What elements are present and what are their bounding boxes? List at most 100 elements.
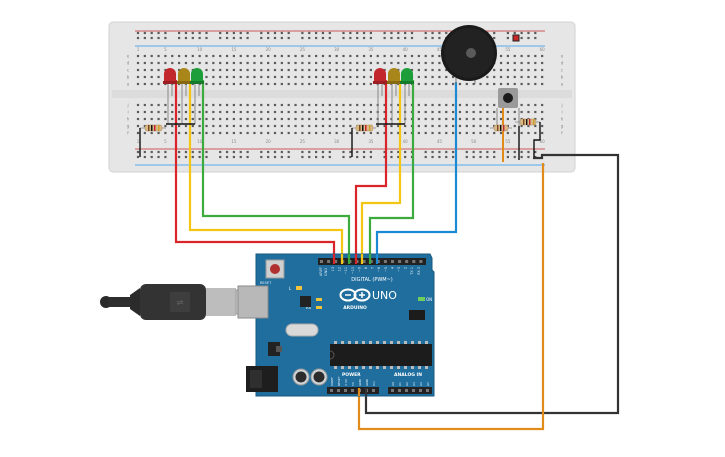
breadboard-hole[interactable]	[150, 103, 153, 107]
breadboard-hole[interactable]	[356, 61, 359, 65]
green-led[interactable]	[190, 68, 204, 124]
breadboard-hole[interactable]	[390, 54, 393, 58]
breadboard-hole[interactable]	[294, 82, 297, 86]
breadboard-hole[interactable]	[267, 110, 270, 114]
breadboard-hole[interactable]	[445, 110, 448, 114]
breadboard-hole[interactable]	[191, 117, 194, 121]
breadboard-hole[interactable]	[534, 124, 537, 128]
breadboard-hole[interactable]	[513, 61, 516, 65]
breadboard-hole[interactable]	[164, 103, 167, 107]
breadboard-hole[interactable]	[212, 131, 215, 135]
breadboard-hole[interactable]	[417, 131, 420, 135]
breadboard-hole[interactable]	[191, 150, 194, 154]
breadboard-hole[interactable]	[417, 61, 420, 65]
breadboard-hole[interactable]	[301, 117, 304, 121]
breadboard-hole[interactable]	[342, 75, 345, 79]
breadboard-hole[interactable]	[136, 131, 140, 135]
breadboard-hole[interactable]	[472, 110, 475, 114]
breadboard-hole[interactable]	[527, 36, 530, 40]
breadboard-hole[interactable]	[486, 103, 489, 107]
breadboard-hole[interactable]	[164, 31, 167, 35]
breadboard-hole[interactable]	[465, 131, 468, 135]
breadboard-hole[interactable]	[232, 110, 235, 114]
breadboard-hole[interactable]	[273, 36, 277, 40]
breadboard-hole[interactable]	[534, 75, 537, 79]
breadboard-hole[interactable]	[225, 54, 229, 58]
breadboard-hole[interactable]	[150, 110, 153, 114]
wire-black-gnd[interactable]	[364, 153, 620, 415]
breadboard-hole[interactable]	[520, 31, 523, 35]
breadboard-hole[interactable]	[273, 54, 277, 58]
breadboard-hole[interactable]	[280, 75, 283, 79]
breadboard-hole[interactable]	[136, 68, 140, 72]
breadboard-hole[interactable]	[225, 150, 229, 154]
pushbutton[interactable]	[496, 88, 520, 126]
breadboard-hole[interactable]	[157, 54, 160, 58]
header-pin[interactable]	[351, 389, 354, 392]
breadboard-hole[interactable]	[136, 54, 140, 58]
breadboard-hole[interactable]	[335, 131, 338, 135]
breadboard-hole[interactable]	[287, 75, 290, 79]
breadboard-hole[interactable]	[143, 31, 146, 35]
breadboard-hole[interactable]	[328, 36, 331, 40]
breadboard-hole[interactable]	[342, 124, 345, 128]
breadboard-hole[interactable]	[164, 61, 167, 65]
resistor[interactable]	[515, 118, 540, 126]
breadboard-hole[interactable]	[328, 155, 331, 159]
breadboard-hole[interactable]	[506, 54, 509, 58]
breadboard-hole[interactable]	[376, 54, 379, 58]
breadboard-hole[interactable]	[205, 36, 208, 40]
breadboard-hole[interactable]	[253, 117, 256, 121]
breadboard-hole[interactable]	[287, 110, 290, 114]
breadboard-hole[interactable]	[150, 131, 153, 135]
breadboard-hole[interactable]	[431, 54, 434, 58]
breadboard-hole[interactable]	[315, 131, 318, 135]
breadboard-hole[interactable]	[280, 36, 283, 40]
breadboard-hole[interactable]	[438, 131, 441, 135]
breadboard-hole[interactable]	[267, 61, 270, 65]
breadboard-hole[interactable]	[294, 110, 297, 114]
breadboard-hole[interactable]	[513, 68, 516, 72]
breadboard-hole[interactable]	[143, 61, 146, 65]
breadboard-hole[interactable]	[417, 68, 420, 72]
breadboard-hole[interactable]	[452, 103, 455, 107]
breadboard-hole[interactable]	[225, 155, 229, 159]
breadboard-hole[interactable]	[458, 82, 462, 86]
breadboard-hole[interactable]	[184, 61, 188, 65]
breadboard-hole[interactable]	[164, 124, 167, 128]
breadboard-hole[interactable]	[219, 54, 222, 58]
breadboard-hole[interactable]	[349, 124, 352, 128]
breadboard-hole[interactable]	[513, 110, 516, 114]
breadboard-hole[interactable]	[527, 150, 530, 154]
breadboard-hole[interactable]	[383, 61, 386, 65]
breadboard-hole[interactable]	[280, 61, 283, 65]
breadboard-hole[interactable]	[157, 36, 160, 40]
breadboard-hole[interactable]	[438, 68, 441, 72]
breadboard-hole[interactable]	[225, 82, 229, 86]
breadboard-hole[interactable]	[136, 103, 140, 107]
breadboard-hole[interactable]	[342, 61, 345, 65]
breadboard-hole[interactable]	[136, 61, 140, 65]
breadboard-hole[interactable]	[424, 54, 427, 58]
breadboard-hole[interactable]	[397, 155, 400, 159]
breadboard-hole[interactable]	[184, 54, 188, 58]
breadboard-hole[interactable]	[315, 82, 318, 86]
breadboard-hole[interactable]	[513, 31, 516, 35]
breadboard-hole[interactable]	[438, 36, 441, 40]
breadboard-hole[interactable]	[445, 150, 448, 154]
breadboard-hole[interactable]	[150, 82, 153, 86]
breadboard-hole[interactable]	[506, 155, 509, 159]
breadboard-hole[interactable]	[280, 68, 283, 72]
breadboard-hole[interactable]	[184, 124, 188, 128]
breadboard-hole[interactable]	[157, 110, 160, 114]
breadboard-hole[interactable]	[260, 82, 263, 86]
breadboard-hole[interactable]	[246, 124, 249, 128]
breadboard-hole[interactable]	[349, 155, 352, 159]
breadboard-hole[interactable]	[397, 61, 400, 65]
breadboard-hole[interactable]	[527, 61, 530, 65]
breadboard-hole[interactable]	[239, 54, 242, 58]
breadboard-hole[interactable]	[287, 36, 290, 40]
breadboard-hole[interactable]	[246, 155, 249, 159]
breadboard-hole[interactable]	[493, 110, 496, 114]
breadboard-hole[interactable]	[253, 54, 256, 58]
